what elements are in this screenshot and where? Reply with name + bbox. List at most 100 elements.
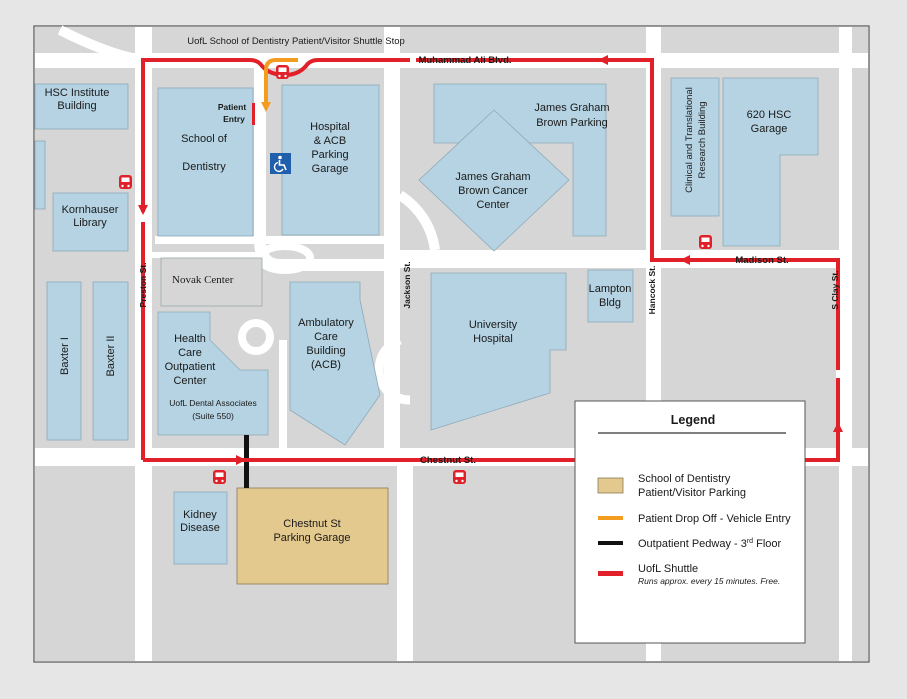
building-label: & ACB [314,135,346,147]
building-label: Dentistry [182,161,226,173]
building-label: Ambulatory [298,317,354,329]
shuttle-bus-icon[interactable] [699,235,712,249]
route-breaks [140,56,841,378]
building-label: Research Building [697,101,708,178]
shuttle-bus-icon[interactable] [213,470,226,484]
building-label: Care [178,347,202,359]
shuttle-bus-icon[interactable] [276,65,289,79]
street-hancock: Hancock St. [647,266,657,315]
building-label: Health [174,333,206,345]
clinical-translational-research-building[interactable] [670,77,720,217]
building-label: Parking Garage [273,532,350,544]
building-label: Parking [311,149,348,161]
hsc-institute-building[interactable] [34,83,129,130]
shuttle-stop-label: UofL School of Dentistry Patient/Visitor… [187,36,405,47]
building-label: HSC Institute [45,87,110,99]
baxter-1-building[interactable] [46,281,82,441]
building-label: Clinical and Translational [684,87,695,193]
building-labels: HSC Institute Building Kornhauser Librar… [45,87,792,544]
hospital-acb-parking-garage[interactable] [281,84,380,236]
building-label: Building [57,100,96,112]
building-label: Kornhauser [62,204,119,216]
street-madison: Madison St. [735,255,788,266]
patient-dropoff-path [264,58,298,105]
novak-center[interactable] [160,257,263,307]
street-jackson: Jackson St. [402,261,412,308]
building-label: Brown Parking [536,117,608,129]
building-label: Bldg [599,297,621,309]
chestnut-st-parking-garage[interactable] [236,487,389,585]
street-s-clay: S Clay St. [830,270,840,309]
patient-entry-label: Entry [223,114,245,124]
street-preston: Preston St. [138,263,148,308]
james-graham-brown-parking[interactable] [433,83,607,237]
university-hospital[interactable] [430,272,567,431]
patient-entry-marker [252,103,255,125]
building-label: Brown Cancer [458,185,528,197]
buildings [34,77,819,565]
shuttle-bus-icon[interactable] [453,470,466,484]
building-label: Baxter II [105,336,117,377]
route-direction-arrow-icon [598,55,608,65]
route-direction-arrow-icon [261,102,271,112]
building-label: Baxter I [59,337,71,375]
building-label: Chestnut St [283,518,340,530]
building-label: Disease [180,522,220,534]
building-label: Library [73,217,107,229]
building-label: Outpatient [165,361,216,373]
legend-label: School of Dentistry [638,473,731,485]
legend-label: UofL Shuttle [638,563,698,575]
building-label: 620 HSC [747,109,792,121]
kidney-disease-building[interactable] [173,491,228,565]
health-care-outpatient-center[interactable] [157,311,269,436]
legend-swatch-dropoff [598,516,623,520]
building-label: Garage [312,163,349,175]
hsc-620-garage[interactable] [722,77,819,247]
building-label: Lampton [589,283,632,295]
legend-title: Legend [671,413,715,427]
building-label: James Graham [455,171,530,183]
building-label: Kidney [183,509,217,521]
lampton-building[interactable] [587,269,634,323]
patient-entry-label: Patient [218,102,247,112]
building-label: Building [306,345,345,357]
building-label: Hospital [473,333,513,345]
school-of-dentistry-building[interactable] [157,87,254,237]
campus-paths [57,25,440,450]
ambulatory-care-building[interactable] [289,281,381,446]
route-direction-arrow-icon [138,205,148,215]
james-graham-brown-cancer-center[interactable] [418,109,570,252]
building-label: Center [476,199,509,211]
building-label: University [469,319,518,331]
route-direction-arrow-icon [680,255,690,265]
street-labels: UofL School of Dentistry Patient/Visitor… [138,36,840,466]
legend-label: Patient/Visitor Parking [638,487,746,499]
legend-swatch-shuttle [598,571,623,576]
legend-label: Patient Drop Off - Vehicle Entry [638,513,791,525]
building-label: School of [181,133,228,145]
baxter-2-building[interactable] [92,281,129,441]
street-chestnut: Chestnut St. [420,455,476,466]
legend-note: Runs approx. every 15 minutes. Free. [638,576,780,586]
route-direction-arrow-icon [833,422,843,432]
route-direction-arrow-icon [236,455,246,465]
building-label: (Suite 550) [192,411,234,421]
bus-stops [119,65,712,484]
legend-swatch-pedway [598,541,623,545]
legend-label: Outpatient Pedway - 3rd Floor [638,538,782,550]
building-label: Novak Center [172,274,234,286]
legend-swatch-parking [597,477,624,494]
building-label: (ACB) [311,359,341,371]
west-edge-building [34,140,46,210]
shuttle-bus-icon[interactable] [119,175,132,189]
route-arrows [138,55,843,465]
building-label: Garage [751,123,788,135]
building-label: UofL Dental Associates [169,398,257,408]
building-label: Care [314,331,338,343]
building-label: Center [173,375,206,387]
wheelchair-accessible-icon [270,153,291,174]
legend: Legend School of Dentistry Patient/Visit… [574,400,806,644]
kornhauser-library[interactable] [52,192,129,252]
